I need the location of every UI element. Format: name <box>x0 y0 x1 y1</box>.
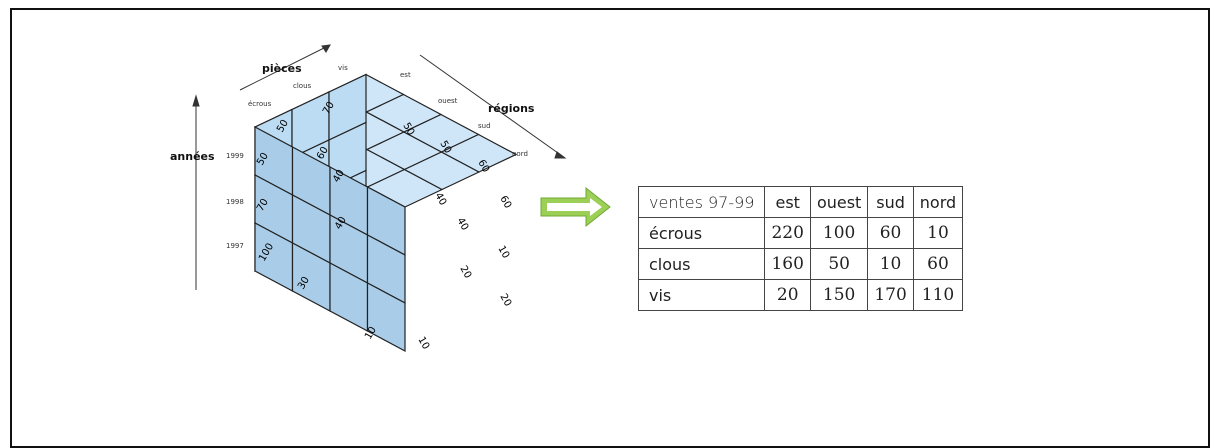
dim-regions-label: régions <box>488 102 535 115</box>
annees-arrowhead <box>192 94 200 107</box>
cube-top-cell <box>440 133 518 173</box>
table-cell: 150 <box>809 279 869 311</box>
sales-table: ventes 97-99 est ouest sud nord écrous 2… <box>637 186 964 311</box>
table-cell: 220 <box>764 217 811 249</box>
regions-arrowhead <box>554 151 567 159</box>
region-label: est <box>400 71 411 79</box>
row-label: clous <box>637 248 766 280</box>
table-row: clous 160 50 10 60 <box>637 248 964 280</box>
year-label: 1997 <box>226 242 244 250</box>
table-cell: 170 <box>867 279 914 311</box>
cell-value: 10 <box>415 335 431 352</box>
table-cell: 20 <box>764 279 811 311</box>
region-label: nord <box>512 150 528 158</box>
piece-label: vis <box>338 64 348 72</box>
year-label: 1999 <box>226 152 244 160</box>
table-corner-label: ventes 97-99 <box>637 186 766 218</box>
cell-value: 60 <box>497 194 513 211</box>
column-header: ouest <box>809 186 869 218</box>
table-header-row: ventes 97-99 est ouest sud nord <box>637 186 964 218</box>
row-label: écrous <box>637 217 766 249</box>
cell-value: 40 <box>454 216 470 233</box>
table-cell: 100 <box>809 217 869 249</box>
olap-cube-diagram: pièces régions années écrous clous vis e… <box>170 44 611 352</box>
table-cell: 50 <box>809 248 869 280</box>
piece-label: écrous <box>248 100 272 108</box>
cell-value: 20 <box>457 264 473 281</box>
cell-value: 20 <box>497 292 513 309</box>
pieces-axis-arrow <box>239 44 331 91</box>
axis-arrows <box>192 44 567 290</box>
table-row: vis 20 150 170 110 <box>637 279 964 311</box>
piece-label: clous <box>293 82 312 90</box>
column-header: est <box>764 186 811 218</box>
column-header: nord <box>912 186 964 218</box>
table-row: écrous 220 100 60 10 <box>637 217 964 249</box>
cell-value: 10 <box>495 244 511 261</box>
year-label: 1998 <box>226 198 244 206</box>
regions-axis-arrow <box>419 54 566 159</box>
pieces-arrowhead <box>321 44 331 53</box>
cube-front-cell <box>366 282 406 352</box>
column-header: sud <box>867 186 914 218</box>
table-cell: 60 <box>867 217 914 249</box>
region-label: sud <box>478 122 491 130</box>
cube <box>253 73 518 352</box>
dim-annees-label: années <box>170 150 215 163</box>
table-cell: 10 <box>912 217 964 249</box>
region-label: ouest <box>438 97 458 105</box>
transform-arrow-icon <box>540 186 611 228</box>
table-cell: 60 <box>912 248 964 280</box>
table-cell: 160 <box>764 248 811 280</box>
table-cell: 110 <box>912 279 964 311</box>
dim-pieces-label: pièces <box>262 62 302 75</box>
table-cell: 10 <box>867 248 914 280</box>
row-label: vis <box>637 279 766 311</box>
